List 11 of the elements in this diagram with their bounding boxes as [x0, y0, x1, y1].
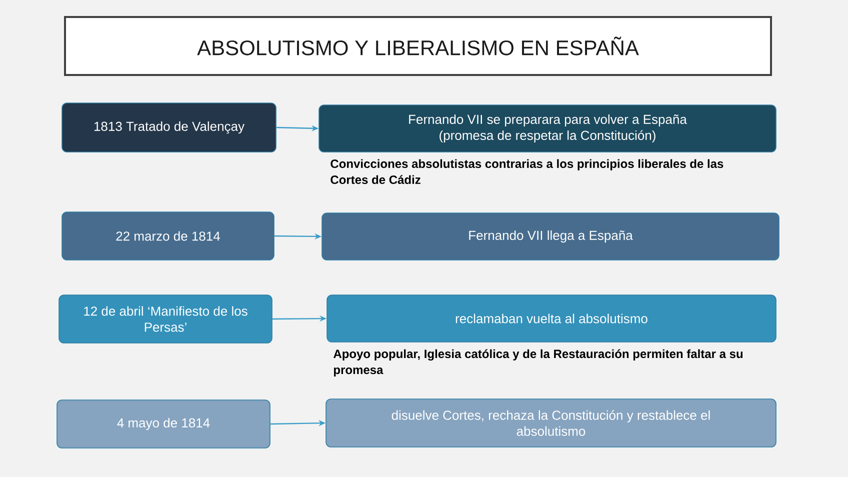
date-box: 1813 Tratado de Valençay: [62, 102, 276, 152]
date-box: 4 mayo de 1814: [56, 400, 270, 448]
event-box: reclamaban vuelta al absolutismo: [326, 294, 776, 342]
event-box: Fernando VII llega a España: [322, 212, 780, 260]
date-box: 12 de abril ‘Manifiesto de los Persas’: [58, 294, 272, 344]
title-box: ABSOLUTISMO Y LIBERALISMO EN ESPAÑA: [64, 16, 772, 76]
note-text: Convicciones absolutistas contrarias a los principios liberales de las Cortes de Cádiz: [330, 159, 724, 184]
event-box: disuelve Cortes, rechaza la Constitución y restablece el absolutismo: [326, 398, 776, 448]
note-text: Apoyo popular, Iglesia católica y de la Restauración permiten faltar a su promesa: [334, 349, 743, 376]
event-box: Fernando VII se preparara para volver a España (promesa de respetar la Constitución): [318, 104, 776, 152]
date-box: 22 marzo de 1814: [62, 212, 274, 260]
